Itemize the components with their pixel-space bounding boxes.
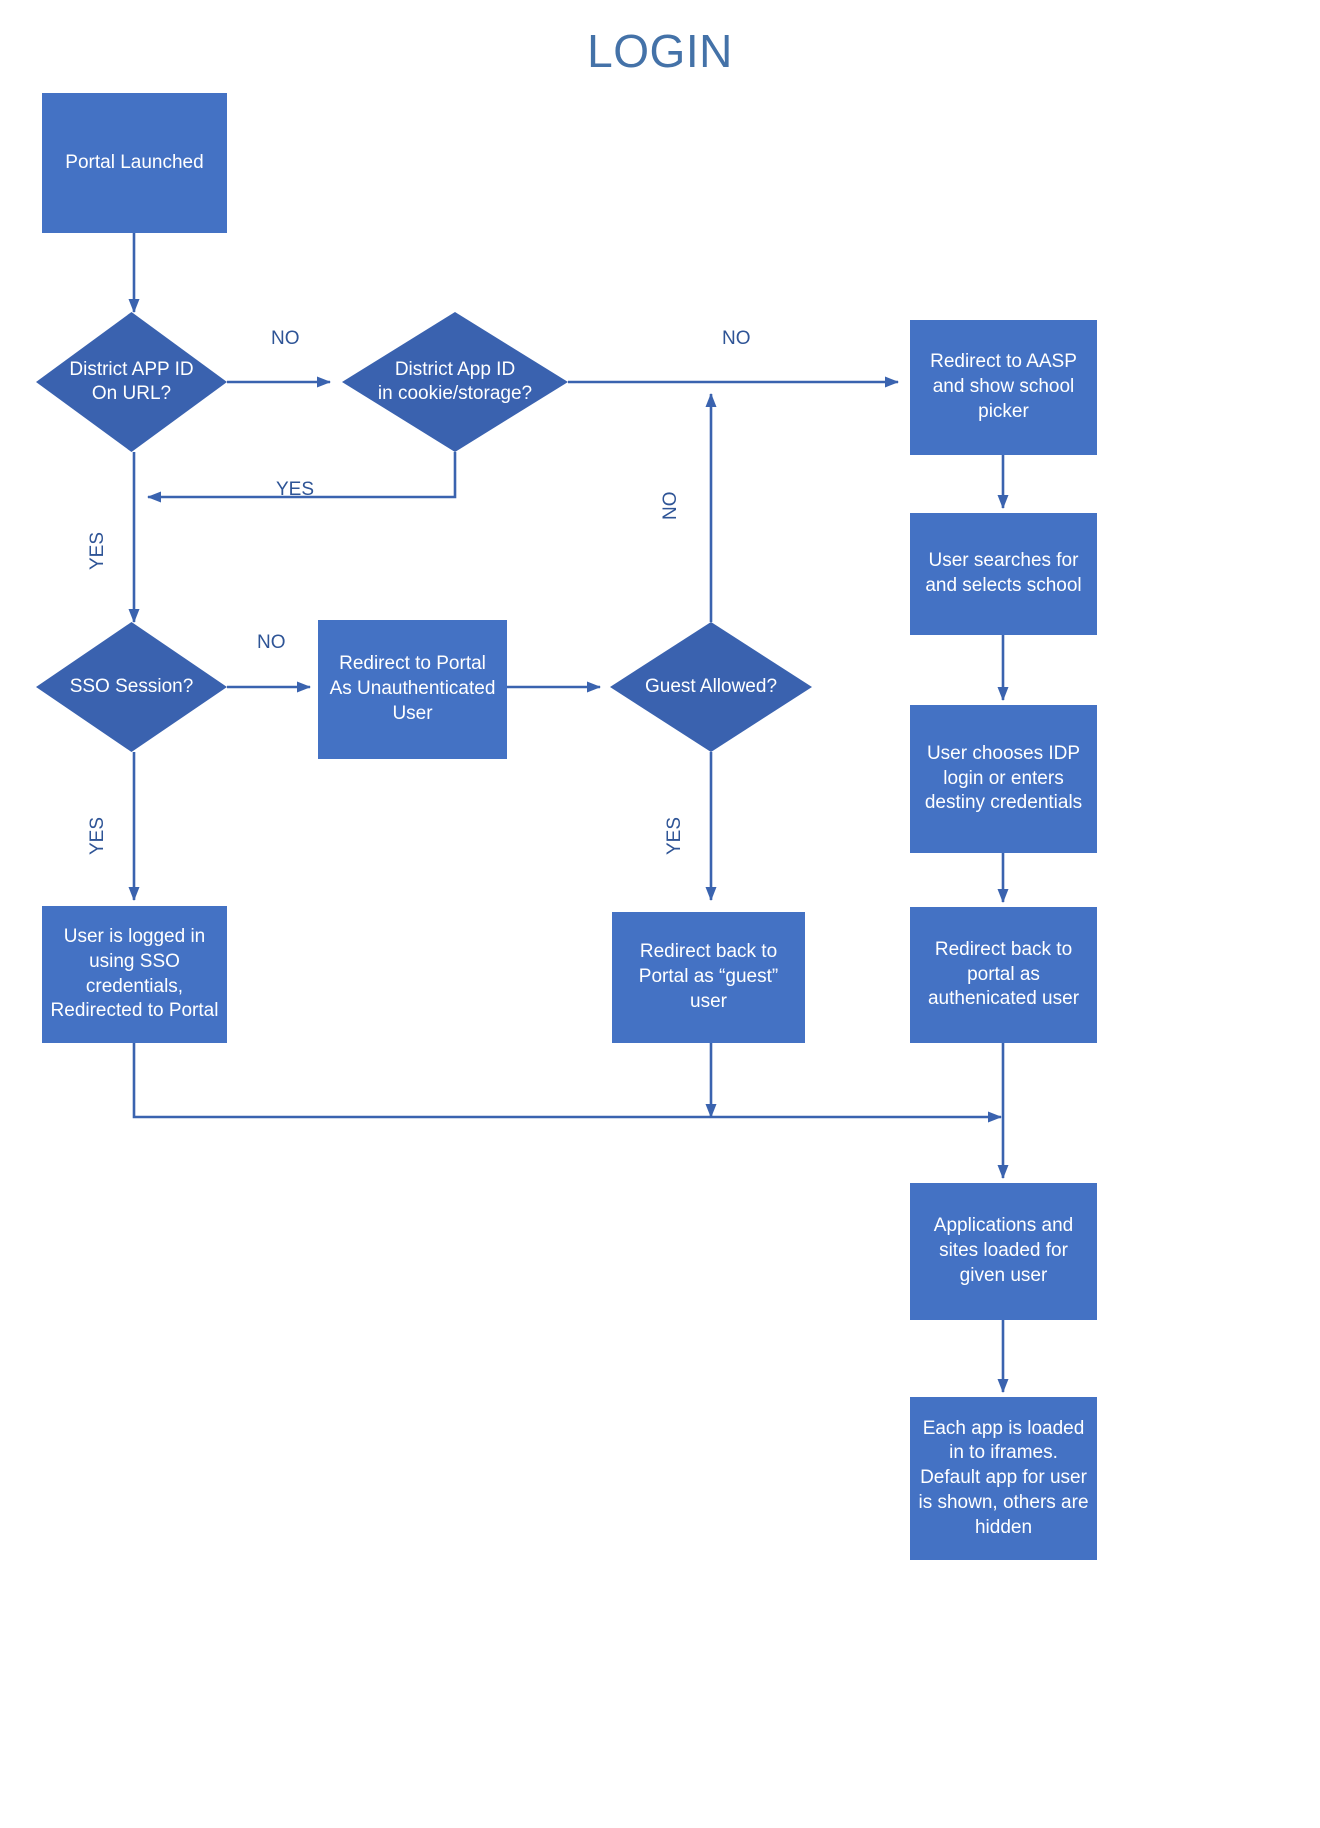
node-redirect-aasp[interactable]: Redirect to AASP and show school picker [910, 320, 1097, 455]
page-title: LOGIN [587, 25, 733, 77]
node-redirect-guest[interactable]: Redirect back to Portal as “guest” user [612, 912, 805, 1043]
node-user-searches-school[interactable]: User searches for and selects school [910, 513, 1097, 635]
node-user-chooses-idp[interactable]: User chooses IDP login or enters destiny… [910, 705, 1097, 853]
node-label: District APP ID On URL? [69, 358, 194, 404]
edge-label-no-sso-to-unauth: NO [257, 632, 286, 653]
edge-label-yes-sso-to-loggedin: YES [87, 816, 108, 855]
node-redirect-authenticated[interactable]: Redirect back to portal as authenicated … [910, 907, 1097, 1043]
edge-label-no-guest-to-aasp: NO [660, 491, 681, 521]
node-redirect-unauth[interactable]: Redirect to Portal As Unauthenticated Us… [318, 620, 507, 759]
node-iframes-loaded[interactable]: Each app is loaded in to iframes. Defaul… [910, 1397, 1097, 1560]
edge-loggedin-to-merge [132, 1043, 1002, 1123]
edge-label-no-cookie-to-aasp: NO [722, 328, 751, 349]
edge-label-yes-url-to-sso: YES [87, 531, 108, 570]
node-label: SSO Session? [69, 675, 194, 697]
node-district-app-id-url[interactable]: District APP ID On URL? [36, 312, 227, 452]
edge-label-no-url-to-cookie: NO [271, 328, 300, 349]
node-sso-session[interactable]: SSO Session? [36, 622, 227, 752]
node-district-app-id-cookie[interactable]: District App ID in cookie/storage? [342, 312, 568, 452]
node-label: District App ID in cookie/storage? [377, 358, 533, 404]
node-guest-allowed[interactable]: Guest Allowed? [610, 622, 812, 752]
edge-label-yes-cookie-back: YES [276, 479, 315, 500]
node-portal-launched[interactable]: Portal Launched [42, 93, 227, 233]
edge-label-yes-guest-to-guestbox: YES [664, 816, 685, 855]
node-logged-in-sso[interactable]: User is logged in using SSO credentials,… [42, 906, 227, 1043]
node-label: Guest Allowed? [644, 675, 778, 697]
node-apps-loaded[interactable]: Applications and sites loaded for given … [910, 1183, 1097, 1320]
